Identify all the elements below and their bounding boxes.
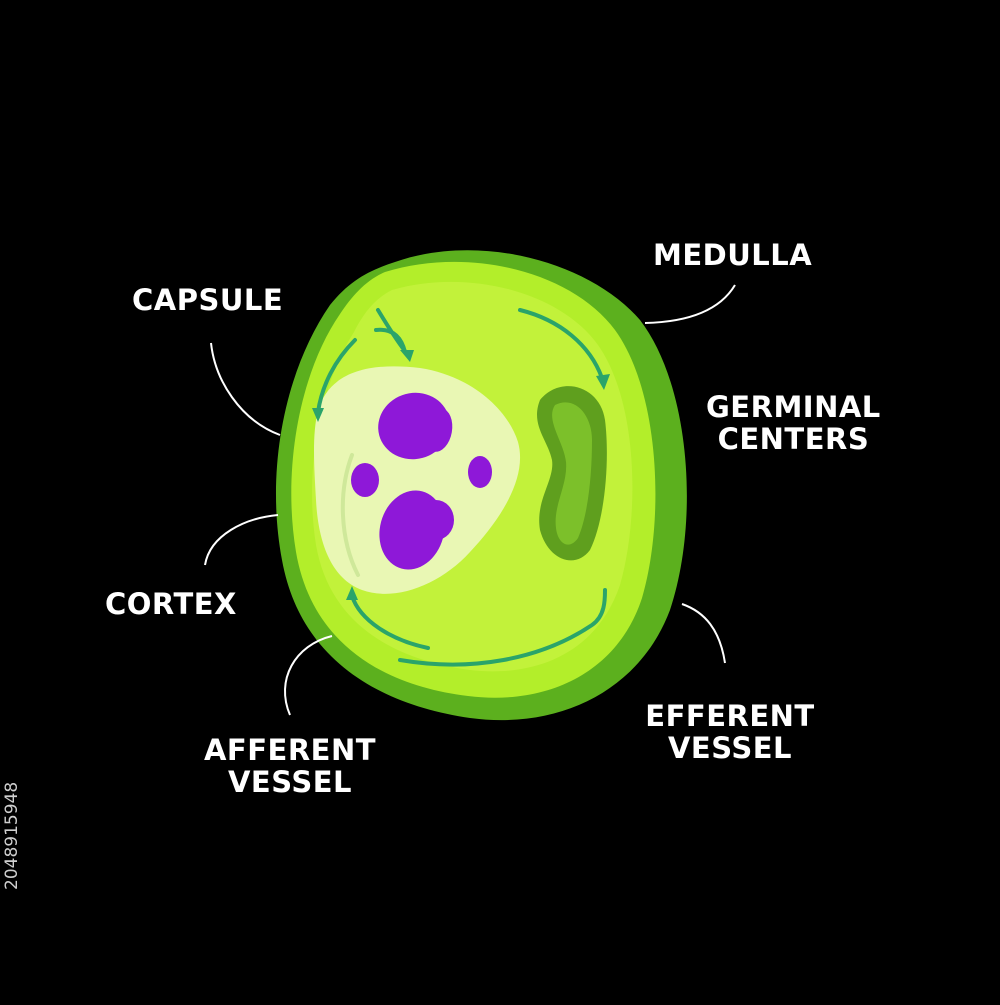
- arrow-bottom-left: [350, 594, 430, 650]
- arrow-heads: [312, 350, 610, 600]
- label-afferent-line-2: VESSEL: [227, 765, 352, 799]
- leader-cortex: [204, 514, 279, 566]
- arrow-bottom-right: [398, 588, 607, 667]
- medulla-pocket-inner: [552, 402, 592, 545]
- arrow-head-left: [312, 408, 324, 422]
- arrow-head-top-right: [596, 374, 610, 390]
- leader-lines: [204, 284, 736, 716]
- label-cortex: CORTEX: [105, 587, 237, 621]
- label-medulla: MEDULLA: [653, 238, 813, 272]
- label-afferent-line-1: AFFERENT: [203, 733, 377, 767]
- arrow-head-bottom-left: [346, 586, 358, 600]
- label-germinal-centers: GERMINAL CENTERS: [706, 391, 881, 455]
- arrow-head-top-left: [400, 350, 414, 362]
- label-efferent-vessel: EFFERENT VESSEL: [640, 700, 820, 764]
- arrow-left: [316, 338, 357, 414]
- leader-afferent: [284, 635, 333, 716]
- label-germinal-line-1: GERMINAL: [706, 390, 881, 424]
- arrow-top-left-b: [374, 327, 407, 354]
- leader-efferent: [681, 603, 726, 664]
- germinal-center-2: [423, 408, 453, 452]
- label-afferent-vessel: AFFERENT VESSEL: [200, 734, 380, 798]
- label-efferent-line-1: EFFERENT: [645, 699, 815, 733]
- label-germinal-line-2: CENTERS: [717, 422, 870, 456]
- germinal-center-6: [418, 500, 454, 540]
- germinal-center-4: [468, 456, 492, 488]
- label-capsule: CAPSULE: [132, 283, 284, 317]
- lymph-flow-arrows: [316, 308, 607, 667]
- label-efferent-line-2: VESSEL: [667, 731, 792, 765]
- stock-image-id: 2048915948: [2, 781, 22, 890]
- germinal-center-3: [351, 463, 379, 497]
- leader-capsule: [210, 342, 281, 436]
- cortex-region: [314, 366, 521, 594]
- leader-medulla: [644, 284, 736, 324]
- cortex-inner-edge: [340, 453, 360, 577]
- arrow-top-right: [518, 308, 604, 380]
